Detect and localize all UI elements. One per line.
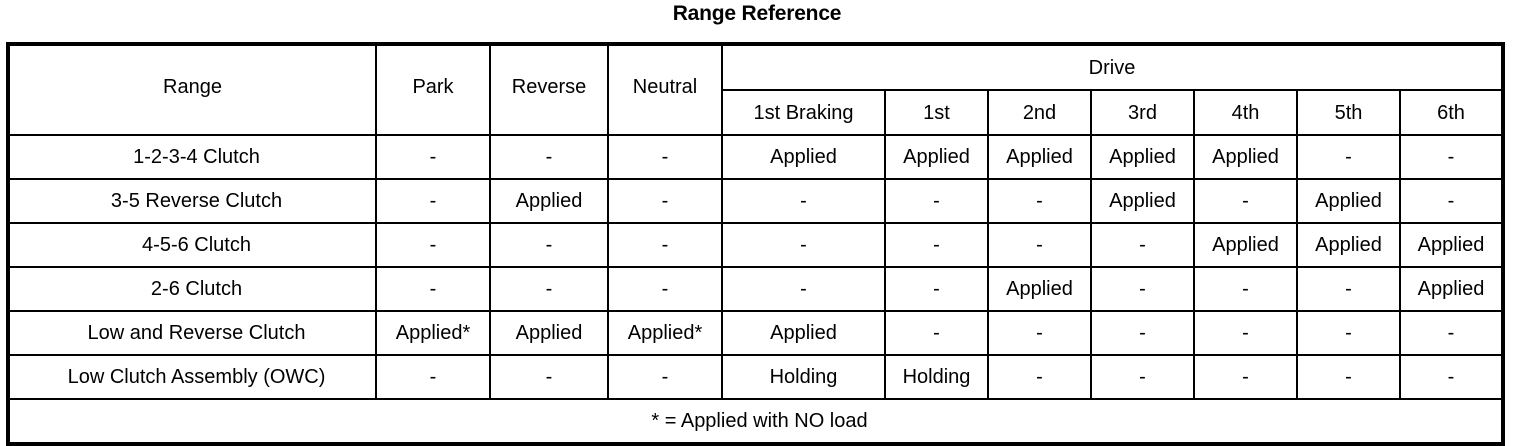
- cell: -: [884, 266, 989, 312]
- cell: -: [607, 354, 723, 400]
- cell: -: [607, 178, 723, 224]
- cell: -: [1193, 310, 1298, 356]
- cell: -: [375, 178, 491, 224]
- cell: -: [489, 222, 609, 268]
- cell: -: [1296, 134, 1401, 180]
- column-header-1st-braking: 1st Braking: [721, 89, 886, 136]
- footnote-text: * = Applied with NO load: [6, 398, 1505, 445]
- table-row: 2-6 Clutch - - - - - Applied - - - Appli…: [7, 266, 1505, 312]
- table-body: 1-2-3-4 Clutch - - - Applied Applied App…: [6, 134, 1505, 445]
- cell: -: [1193, 178, 1298, 224]
- cell: -: [884, 222, 989, 268]
- cell: Applied: [1193, 222, 1298, 268]
- cell: -: [1090, 310, 1195, 356]
- cell: -: [1398, 134, 1505, 180]
- cell: -: [987, 178, 1092, 224]
- cell: -: [884, 178, 989, 224]
- cell: -: [1193, 266, 1298, 312]
- cell: -: [1193, 354, 1298, 400]
- cell: -: [375, 134, 491, 180]
- cell: -: [489, 354, 609, 400]
- cell: -: [1296, 266, 1401, 312]
- cell: Holding: [721, 354, 886, 400]
- cell: -: [607, 222, 723, 268]
- cell: -: [1090, 354, 1195, 400]
- table-row: 1-2-3-4 Clutch - - - Applied Applied App…: [7, 134, 1505, 180]
- cell: -: [721, 178, 886, 224]
- header-row-group: Range Park Reverse Neutral Drive: [7, 43, 1505, 136]
- cell: -: [375, 266, 491, 312]
- cell: -: [607, 134, 723, 180]
- page-title: Range Reference: [672, 2, 842, 25]
- cell: -: [375, 222, 491, 268]
- cell: -: [721, 266, 886, 312]
- column-header-1st: 1st: [884, 89, 989, 136]
- column-header-5th: 5th: [1296, 89, 1401, 136]
- cell: -: [884, 310, 989, 356]
- column-header-park: Park: [375, 43, 491, 136]
- cell: -: [987, 222, 1092, 268]
- range-reference-table: Range Park Reverse Neutral Drive 1st Bra…: [6, 42, 1506, 446]
- table-row: 4-5-6 Clutch - - - - - - - Applied Appli…: [7, 222, 1505, 268]
- row-label: 1-2-3-4 Clutch: [7, 134, 377, 180]
- cell: Applied: [1090, 134, 1195, 180]
- range-reference-table-container: Range Park Reverse Neutral Drive 1st Bra…: [6, 42, 1506, 446]
- cell: -: [375, 354, 491, 400]
- cell: Applied: [721, 134, 886, 180]
- column-header-reverse: Reverse: [489, 43, 609, 136]
- cell: -: [1398, 354, 1505, 400]
- cell: Applied: [1296, 178, 1401, 224]
- cell: Applied: [1398, 266, 1505, 312]
- cell: -: [987, 310, 1092, 356]
- cell: Applied: [1398, 222, 1505, 268]
- column-header-4th: 4th: [1193, 89, 1298, 136]
- row-label: 2-6 Clutch: [7, 266, 377, 312]
- cell: -: [721, 222, 886, 268]
- cell: Holding: [884, 354, 989, 400]
- range-reference-page: Range Reference Range Park Reverse Neutr…: [6, 2, 1506, 446]
- footnote-row: * = Applied with NO load: [6, 398, 1505, 445]
- cell: -: [607, 266, 723, 312]
- cell: -: [1296, 310, 1401, 356]
- cell: -: [489, 266, 609, 312]
- cell: Applied: [1193, 134, 1298, 180]
- table-header: Range Park Reverse Neutral Drive 1st Bra…: [7, 43, 1505, 136]
- cell: Applied*: [607, 310, 723, 356]
- cell: -: [1296, 354, 1401, 400]
- cell: -: [489, 134, 609, 180]
- column-header-2nd: 2nd: [987, 89, 1092, 136]
- table-row: Low and Reverse Clutch Applied* Applied …: [7, 310, 1505, 356]
- cell: Applied: [1090, 178, 1195, 224]
- cell: Applied: [987, 134, 1092, 180]
- cell: -: [1090, 222, 1195, 268]
- column-header-neutral: Neutral: [607, 43, 723, 136]
- row-label: 3-5 Reverse Clutch: [7, 178, 377, 224]
- cell: -: [1090, 266, 1195, 312]
- row-label: Low Clutch Assembly (OWC): [7, 354, 377, 400]
- row-label: 4-5-6 Clutch: [7, 222, 377, 268]
- row-label: Low and Reverse Clutch: [7, 310, 377, 356]
- column-header-6th: 6th: [1398, 89, 1505, 136]
- column-header-range: Range: [7, 43, 377, 136]
- cell: Applied*: [375, 310, 491, 356]
- table-row: Low Clutch Assembly (OWC) - - - Holding …: [7, 354, 1505, 400]
- table-row: 3-5 Reverse Clutch - Applied - - - - App…: [7, 178, 1505, 224]
- column-group-header-drive: Drive: [720, 43, 1505, 91]
- cell: -: [1398, 310, 1505, 356]
- header-row-gears: 1st Braking 1st 2nd 3rd 4th 5th 6th: [8, 89, 1505, 136]
- cell: Applied: [721, 310, 886, 356]
- cell: Applied: [489, 310, 609, 356]
- cell: -: [1398, 178, 1505, 224]
- cell: -: [987, 354, 1092, 400]
- column-header-3rd: 3rd: [1090, 89, 1195, 136]
- cell: Applied: [489, 178, 609, 224]
- cell: Applied: [987, 266, 1092, 312]
- cell: Applied: [884, 134, 989, 180]
- cell: Applied: [1296, 222, 1401, 268]
